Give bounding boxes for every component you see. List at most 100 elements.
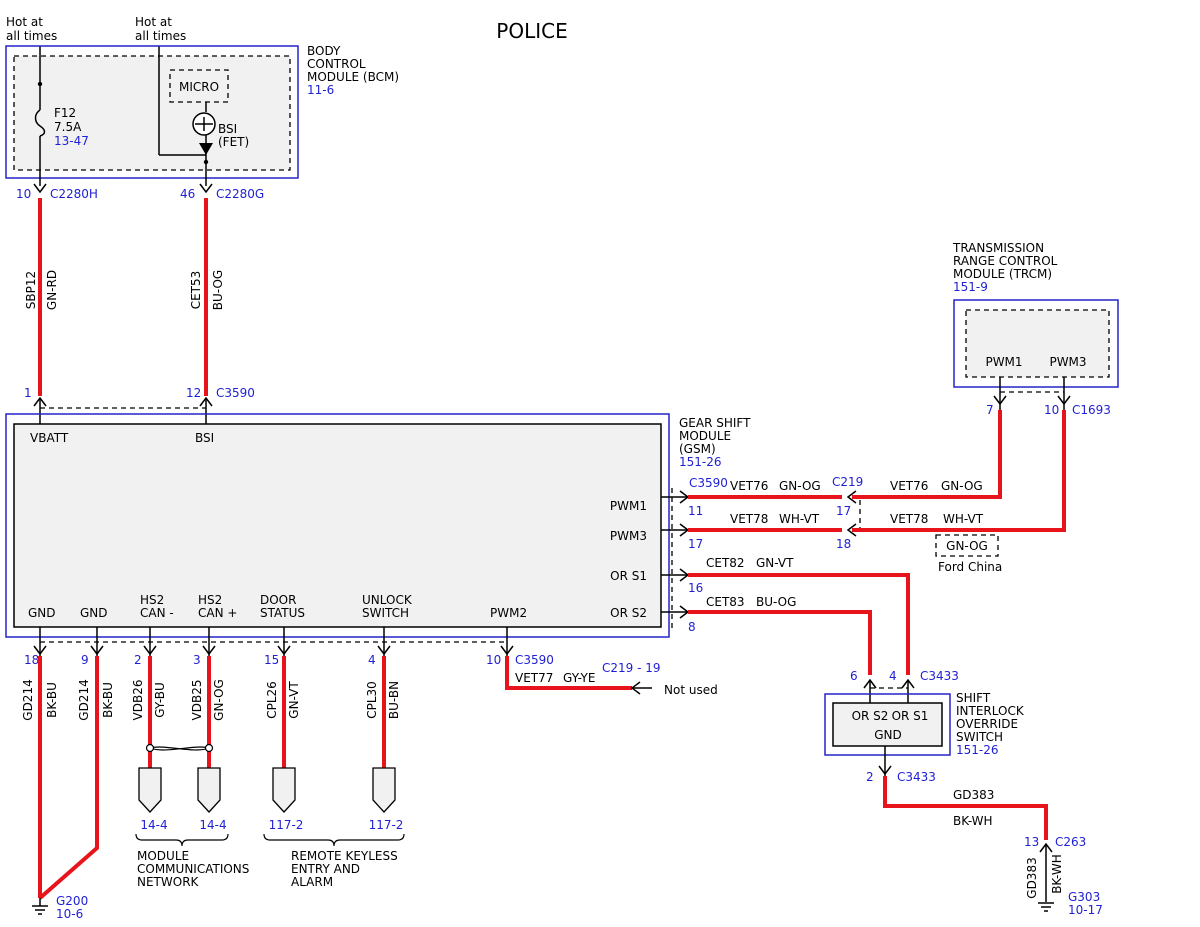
gsm-pin-pwm3: 17 <box>688 537 703 551</box>
switch-name-line4: SWITCH <box>956 730 1003 744</box>
trcm-conn: C1693 <box>1072 403 1111 417</box>
gd383-pin: 13 <box>1024 835 1039 849</box>
gsm-outline <box>5 413 670 638</box>
gsm-bottom-stubs <box>33 627 514 656</box>
connector-chevron <box>1057 395 1071 406</box>
wire-gd383-color: BK-WH <box>953 814 993 828</box>
wire-gd214-2-color: BK-BU <box>101 682 115 718</box>
ground-g200-ref: 10-6 <box>56 907 83 921</box>
micro-box <box>169 69 229 103</box>
switch-name-line1: SHIFT <box>956 691 991 705</box>
switch-pin-ors2: 6 <box>850 669 858 683</box>
gsm-name-line3: (GSM) <box>679 442 716 456</box>
connector-chevron <box>143 645 157 656</box>
page-ref-symbol <box>372 767 396 813</box>
ground-g303: G303 <box>1068 890 1100 904</box>
trcm-label-pwm3: PWM3 <box>1049 355 1086 369</box>
wire-cet83-circuit: CET83 <box>706 595 745 609</box>
wire-gd214-2 <box>38 656 99 900</box>
trcm-interior <box>965 309 1110 378</box>
page-ref-rke2[interactable]: 117-2 <box>369 818 404 832</box>
gsm-pin-door: 15 <box>264 653 279 667</box>
variant-note: Ford China <box>938 560 1002 574</box>
wire-cpl30-color: BU-BN <box>387 681 401 719</box>
switch-label-ors2: OR S2 <box>852 709 889 723</box>
connector-chevron <box>202 645 216 656</box>
gsm-pin-pwm1: 11 <box>688 504 703 518</box>
gsm-label-pwm1: PWM1 <box>610 499 647 513</box>
fuse-f12-symbol <box>34 109 46 137</box>
gsm-pin-canp: 3 <box>193 653 201 667</box>
ground-g303-icon <box>1038 902 1054 912</box>
gsm-conn-right: C3590 <box>689 476 728 490</box>
wire-vet76-right-color: GN-OG <box>941 479 983 493</box>
connector-chevron <box>199 183 213 194</box>
wire-vdb26-circuit: VDB26 <box>131 680 145 721</box>
connector-chevron <box>993 395 1007 406</box>
wire-vet78-left-color: WH-VT <box>779 512 820 526</box>
bcm-ref: 11-6 <box>307 83 334 97</box>
wire-vet76-left-color: GN-OG <box>779 479 821 493</box>
gsm-label-ors1: OR S1 <box>610 569 647 583</box>
gsm-label-pwm3: PWM3 <box>610 529 647 543</box>
wire-vet78-right-circuit: VET78 <box>890 512 928 526</box>
ground-g200: G200 <box>56 894 88 908</box>
wire-sbp12-circuit: SBP12 <box>24 271 38 309</box>
splice-dot <box>37 81 43 87</box>
connector-chevron <box>33 183 47 194</box>
variant-box <box>935 534 999 557</box>
gsm-label-pwm2: PWM2 <box>490 606 527 620</box>
trcm-name-line2: RANGE CONTROL <box>953 254 1058 268</box>
wire-vet76-left-circuit: VET76 <box>730 479 768 493</box>
switch-conn-bottom: C3433 <box>897 770 936 784</box>
switch-pin-gnd: 2 <box>866 770 874 784</box>
trcm-module: TRANSMISSION RANGE CONTROL MODULE (TRCM)… <box>952 241 1119 388</box>
gsm-pin-ors2: 8 <box>688 620 696 634</box>
wire-cet53-color: BU-OG <box>211 270 225 310</box>
bcm-pin-vbatt: 10 <box>16 187 31 201</box>
gsm-label-unlock-2: SWITCH <box>362 606 409 620</box>
wire-cet83-color: BU-OG <box>756 595 796 609</box>
gsm-label-hs2canp-2: CAN + <box>198 606 237 620</box>
wire-vet76-right-circuit: VET76 <box>890 479 928 493</box>
wire-vet77-note: Not used <box>664 683 718 697</box>
page-ref-rke1[interactable]: 117-2 <box>269 818 304 832</box>
fuse-name: F12 <box>54 106 76 120</box>
wire-cet82-circuit: CET82 <box>706 556 745 570</box>
gsm-pin-ors1: 16 <box>688 581 703 595</box>
wire-gd214-1-circuit: GD214 <box>21 679 35 720</box>
wire-cpl26-circuit: CPL26 <box>265 681 279 719</box>
gd383-circuit-vertical: GD383 <box>1025 857 1039 898</box>
trcm-name-line1: TRANSMISSION <box>952 241 1044 255</box>
wire-cpl30-circuit: CPL30 <box>365 681 379 719</box>
connector-chevron <box>878 765 892 776</box>
gsm-module: GEAR SHIFT MODULE (GSM) 151-26 VBATT BSI… <box>5 413 751 638</box>
gsm-label-door-2: STATUS <box>260 606 305 620</box>
connector-chevron <box>377 645 391 656</box>
wire-gd214-2-circuit: GD214 <box>77 679 91 720</box>
fuse-rating: 7.5A <box>54 120 82 134</box>
trcm-outline <box>953 299 1119 388</box>
c219-name: C219 <box>832 475 863 489</box>
ground-g303-ref: 10-17 <box>1068 903 1103 917</box>
gsm-label-hs2canm-2: CAN - <box>140 606 174 620</box>
gsm-conn-top: C3590 <box>216 386 255 400</box>
gsm-ref: 151-26 <box>679 455 722 469</box>
page-ref-can1[interactable]: 14-4 <box>140 818 167 832</box>
gd383-color-vertical: BK-WH <box>1050 854 1064 894</box>
power-label-2-line2: all times <box>135 29 186 43</box>
wire-vet77-color: GY-YE <box>563 671 595 685</box>
wire-sbp12-color: GN-RD <box>45 270 59 310</box>
gsm-label-hs2canm-1: HS2 <box>140 593 164 607</box>
gsm-label-ors2: OR S2 <box>610 606 647 620</box>
wire-vet78-right-color: WH-VT <box>943 512 984 526</box>
switch-outline <box>824 693 951 756</box>
connector-chevron <box>630 681 641 695</box>
gd383-conn: C263 <box>1055 835 1086 849</box>
variant-color: GN-OG <box>946 539 988 553</box>
page-ref-can2[interactable]: 14-4 <box>199 818 226 832</box>
gsm-pin-gnd1: 18 <box>24 653 39 667</box>
gsm-pin-canm: 2 <box>134 653 142 667</box>
trcm-name-line3: MODULE (TRCM) <box>953 267 1052 281</box>
gsm-label-gnd1: GND <box>28 606 56 620</box>
